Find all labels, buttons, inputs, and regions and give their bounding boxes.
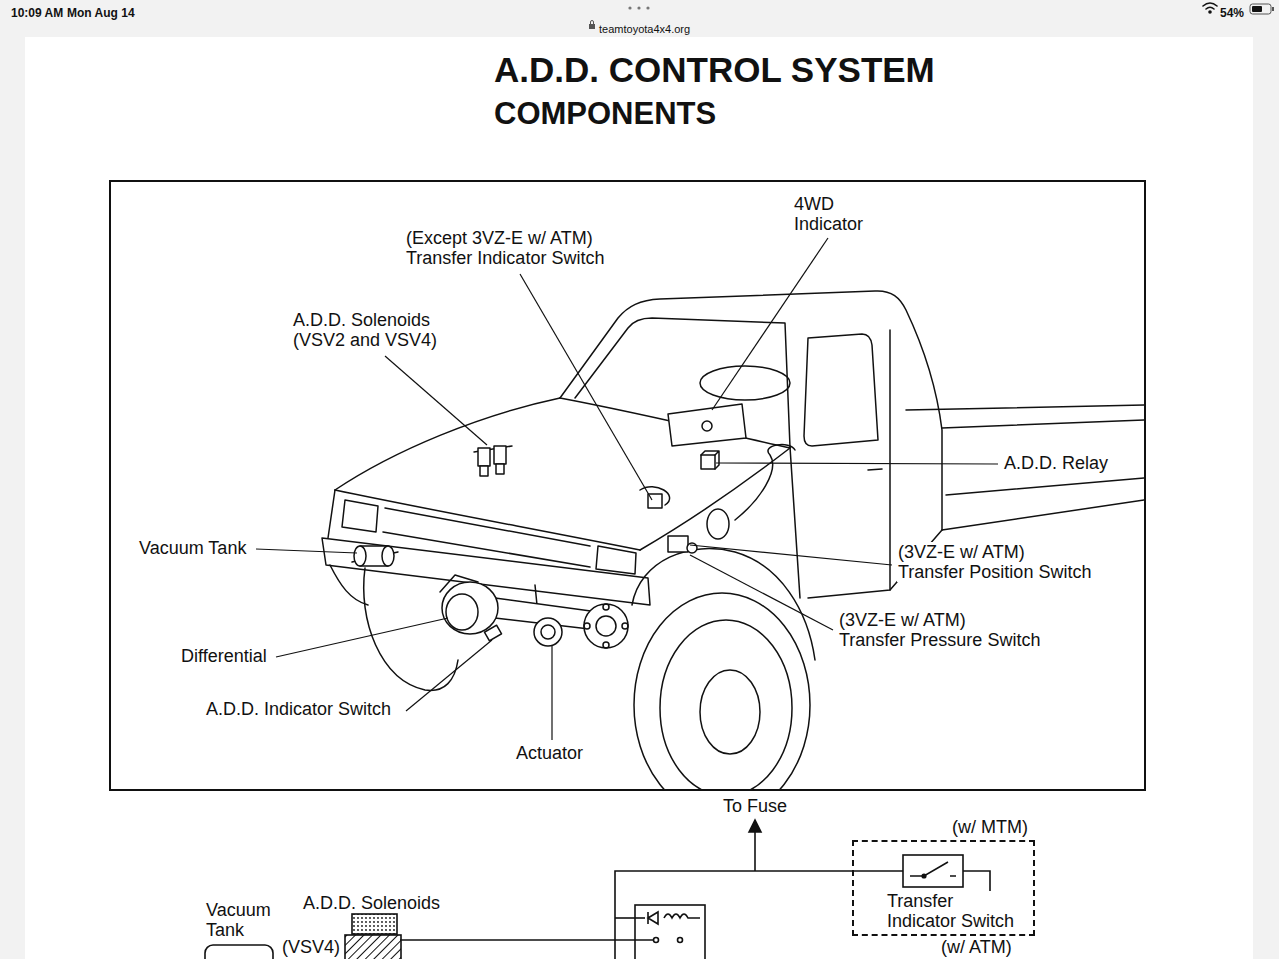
label-holder: A.D.D. Indicator Switch	[205, 699, 392, 719]
callout-label: A.D.D. Indicator Switch	[205, 699, 392, 719]
label-holder: (3VZ-E w/ ATM) Transfer Pressure Switch	[838, 610, 1041, 650]
schematic-label: (w/ ATM)	[940, 937, 1013, 957]
tab-dots	[628, 6, 649, 9]
supply-label: To Fuse	[722, 796, 788, 816]
label-holder: Vacuum Tank	[205, 900, 272, 940]
label-holder: Mon Aug 14	[66, 3, 136, 21]
callout-label: A.D.D. Relay	[1003, 453, 1109, 473]
schematic-label: A.D.D. Solenoids	[302, 893, 441, 913]
label-holder: 4WD Indicator	[793, 194, 864, 234]
url-text: teamtoyota4x4.org	[598, 23, 691, 35]
truck-drawing	[322, 291, 1144, 789]
label-holder: Differential	[180, 646, 268, 666]
status-time: 10:09 AM	[10, 7, 64, 20]
label-holder: A.D.D. Relay	[1003, 453, 1109, 473]
schematic-label: (VSV4)	[281, 937, 341, 957]
callout-label: A.D.D. Solenoids (VSV2 and VSV4)	[292, 310, 438, 350]
callout-label: Actuator	[515, 743, 584, 763]
box-heading: (w/ MTM)	[951, 817, 1029, 837]
battery-icon	[1250, 4, 1274, 14]
wifi-icon	[1203, 3, 1217, 13]
label-holder: (Except 3VZ-E w/ ATM) Transfer Indicator…	[405, 228, 605, 268]
node-text-holder: Transfer Indicator Switch	[886, 891, 1015, 931]
page-subtitle: COMPONENTS	[493, 97, 717, 132]
label-holder: Vacuum Tank	[138, 538, 247, 558]
label-holder: To Fuse	[722, 796, 788, 816]
label-holder: A.D.D. Solenoids (VSV2 and VSV4)	[292, 310, 438, 350]
label-holder: COMPONENTS	[493, 97, 717, 132]
callout-label: (3VZ-E w/ ATM) Transfer Pressure Switch	[838, 610, 1041, 650]
schematic-label: Vacuum Tank	[205, 900, 272, 940]
lock-icon	[589, 21, 595, 30]
node-text-holder: (w/ MTM)	[951, 817, 1029, 837]
callout-label: Differential	[180, 646, 268, 666]
label-holder: A.D.D. Solenoids	[302, 893, 441, 913]
leader-lines	[256, 238, 998, 740]
label-holder: (w/ ATM)	[940, 937, 1013, 957]
label-holder: teamtoyota4x4.org	[598, 19, 691, 37]
callout-label: 4WD Indicator	[793, 194, 864, 234]
label-holder: (3VZ-E w/ ATM) Transfer Position Switch	[897, 542, 1092, 582]
page-title: A.D.D. CONTROL SYSTEM	[493, 50, 936, 89]
page-sheet	[25, 37, 1253, 959]
title-holder: A.D.D. CONTROL SYSTEM	[493, 50, 936, 89]
callout-label: (3VZ-E w/ ATM) Transfer Position Switch	[897, 542, 1092, 582]
label-holder: 54%	[1219, 3, 1245, 21]
label-holder: (VSV4)	[281, 937, 341, 957]
label-holder: 10:09 AM	[10, 3, 64, 21]
label-holder: Actuator	[515, 743, 584, 763]
callout-label: (Except 3VZ-E w/ ATM) Transfer Indicator…	[405, 228, 605, 268]
callout-label: Vacuum Tank	[138, 538, 247, 558]
option-box: (w/ MTM)Transfer Indicator Switch	[852, 840, 1035, 936]
battery-percent: 54%	[1219, 7, 1245, 20]
status-date: Mon Aug 14	[66, 7, 136, 20]
figure-frame	[110, 181, 1145, 790]
box-text: Transfer Indicator Switch	[886, 891, 1015, 931]
